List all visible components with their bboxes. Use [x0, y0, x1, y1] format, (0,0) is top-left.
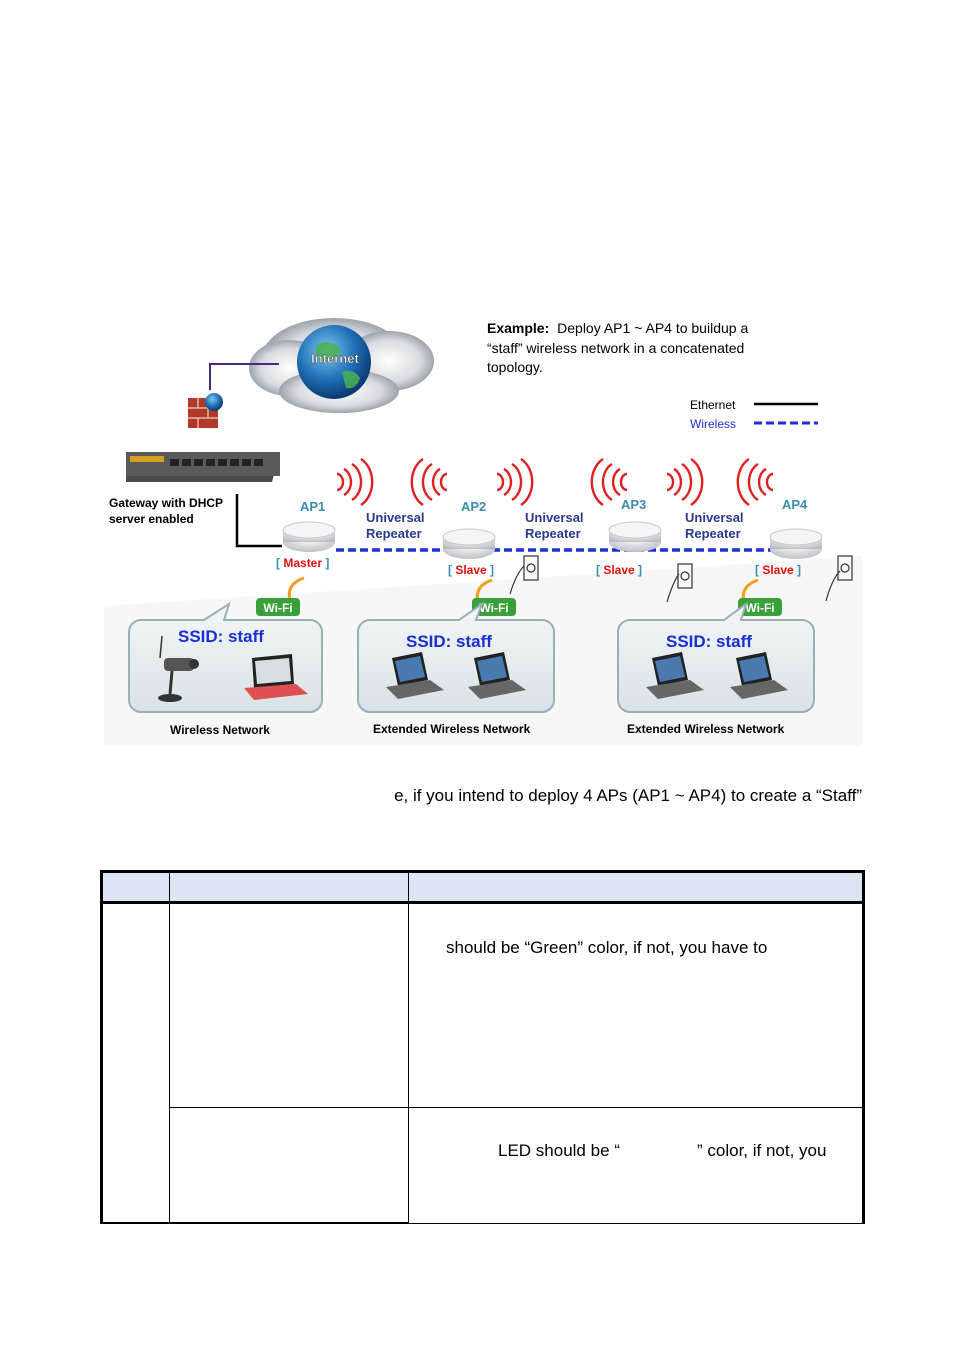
internet-cloud: Internet — [249, 318, 434, 413]
ap1-device — [282, 521, 336, 552]
gateway-label-line2: server enabled — [109, 512, 194, 526]
svg-text:Wi-Fi: Wi-Fi — [745, 601, 774, 615]
power-outlet-icons — [509, 555, 853, 603]
network-caption-2: Extended Wireless Network — [373, 722, 531, 736]
network-caption-1: Wireless Network — [170, 723, 270, 737]
row1-description: should be “Green” color, if not, you hav… — [446, 938, 768, 957]
ap2-device — [442, 528, 496, 559]
ssid-label-3: SSID: staff — [666, 632, 752, 651]
repeater-3-line2: Repeater — [685, 526, 741, 541]
svg-text:Wi-Fi: Wi-Fi — [479, 601, 508, 615]
legend-ethernet-label: Ethernet — [690, 398, 736, 412]
repeater-2-line1: Universal — [525, 510, 584, 525]
data-table: should be “Green” color, if not, you hav… — [100, 870, 865, 1224]
svg-text:Wi-Fi: Wi-Fi — [263, 601, 292, 615]
ap2-role-tag: [ Slave ] — [448, 563, 494, 577]
laptop-icon — [468, 652, 526, 699]
ssid-box-1: SSID: staff — [128, 601, 323, 713]
ap1-role-tag: [ Master ] — [276, 556, 329, 570]
repeater-1-line2: Repeater — [366, 526, 422, 541]
network-caption-3: Extended Wireless Network — [627, 722, 785, 736]
laptop-icon — [730, 652, 788, 699]
ap1-label: AP1 — [300, 499, 325, 514]
repeater-3-line1: Universal — [685, 510, 744, 525]
ap2-label: AP2 — [461, 499, 486, 514]
ap3-label: AP3 — [621, 497, 646, 512]
example-line3: topology. — [487, 359, 543, 375]
wifi-badges: Wi-Fi Wi-Fi Wi-Fi — [256, 576, 782, 646]
camera-icon — [158, 635, 199, 702]
ssid-box-2: SSID: staff — [357, 601, 555, 713]
example-line2: “staff” wireless network in a concatenat… — [487, 340, 744, 356]
laptop-icon — [244, 654, 308, 700]
gateway-label-line1: Gateway with DHCP — [109, 496, 223, 510]
body-text-line: e, if you intend to deploy 4 APs (AP1 ~ … — [394, 786, 862, 805]
laptop-icon — [386, 652, 444, 699]
ssid-box-3: SSID: staff — [617, 601, 815, 713]
ap4-device — [769, 528, 823, 559]
radio-waves — [336, 457, 774, 507]
ap3-role-tag: [ Slave ] — [596, 563, 642, 577]
ap3-device — [608, 521, 662, 552]
ap4-label: AP4 — [782, 497, 808, 512]
repeater-1-line1: Universal — [366, 510, 425, 525]
example-line1: Example: Deploy AP1 ~ AP4 to buildup a — [487, 320, 748, 336]
firewall-icon — [188, 393, 223, 428]
ap4-role-tag: [ Slave ] — [755, 563, 801, 577]
network-topology-diagram: Internet Gateway with DHCP server enable… — [104, 306, 862, 746]
table-header-row — [100, 870, 865, 904]
ssid-label-2: SSID: staff — [406, 632, 492, 651]
ethernet-link — [235, 494, 282, 548]
row2-description-part2: ” color, if not, you — [697, 1141, 827, 1160]
internet-label: Internet — [311, 351, 359, 366]
row2-description-part1: LED should be “ — [498, 1141, 620, 1160]
gateway-switch-icon — [126, 452, 280, 482]
legend-wireless-label: Wireless — [690, 417, 736, 431]
repeater-2-line2: Repeater — [525, 526, 581, 541]
legend: Ethernet Wireless — [690, 398, 818, 431]
laptop-icon — [646, 652, 704, 699]
ssid-label-1: SSID: staff — [178, 627, 264, 646]
